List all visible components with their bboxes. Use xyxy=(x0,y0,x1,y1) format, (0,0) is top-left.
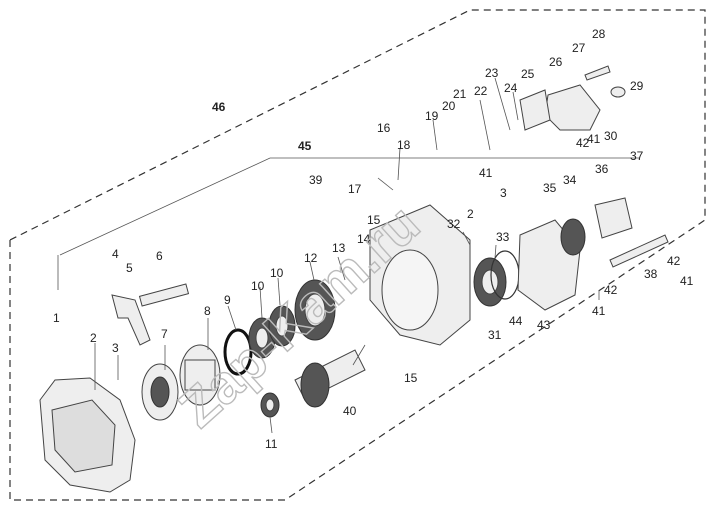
part-label: 40 xyxy=(343,404,357,418)
part-label: 37 xyxy=(630,149,644,163)
part-label: 20 xyxy=(442,99,456,113)
part-label: 14 xyxy=(357,232,371,246)
part-label: 15 xyxy=(367,213,381,227)
plug-29 xyxy=(610,86,626,98)
part-label: 42 xyxy=(576,136,590,150)
part-label: 42 xyxy=(604,283,618,297)
snap-ring-9 xyxy=(223,328,253,376)
part-label: 43 xyxy=(537,318,551,332)
part-label: 10 xyxy=(251,279,265,293)
part-label: 18 xyxy=(397,138,411,152)
part-label: 28 xyxy=(592,27,606,41)
part-label: 42 xyxy=(667,254,681,268)
part-label: 13 xyxy=(332,241,346,255)
part-label: 22 xyxy=(474,84,488,98)
shaft-38 xyxy=(609,234,669,268)
part-label: 41 xyxy=(680,274,694,288)
part-label: 21 xyxy=(453,87,467,101)
part-label: 24 xyxy=(504,81,518,95)
part-label: 33 xyxy=(496,230,510,244)
sleeve-36 xyxy=(594,197,633,239)
part-label: 3 xyxy=(112,341,119,355)
solenoid-26 xyxy=(544,84,601,131)
part-label: 41 xyxy=(592,304,606,318)
part-label: 38 xyxy=(644,267,658,281)
part-label: 23 xyxy=(485,66,499,80)
part-label: 4 xyxy=(112,247,119,261)
seal-11 xyxy=(260,392,280,418)
needle-bearing-10a xyxy=(248,317,276,359)
part-label: 12 xyxy=(304,251,318,265)
bearing-34 xyxy=(560,218,586,256)
shaft-40 xyxy=(294,349,366,408)
part-label: 15 xyxy=(404,371,418,385)
assembly-outline-45 xyxy=(57,157,640,290)
part-label: 25 xyxy=(521,67,535,81)
gear-12 xyxy=(294,279,336,341)
main-housing xyxy=(369,204,471,346)
part-label: 7 xyxy=(161,327,168,341)
part-label: 32 xyxy=(447,217,461,231)
part-label: 1 xyxy=(53,311,60,325)
assembly-label-46: 46 xyxy=(212,100,226,114)
part-label: 35 xyxy=(543,181,557,195)
part-label: 17 xyxy=(348,182,362,196)
leader-lines xyxy=(94,77,600,434)
part-label: 2 xyxy=(90,331,97,345)
part-label: 31 xyxy=(488,328,502,342)
part-label: 2 xyxy=(467,207,474,221)
part-label: 10 xyxy=(270,266,284,280)
part-label: 26 xyxy=(549,55,563,69)
needle-bearing-10b xyxy=(268,305,296,347)
part-label: 34 xyxy=(563,173,577,187)
part-label: 19 xyxy=(425,109,439,123)
part-label: 16 xyxy=(377,121,391,135)
part-label: 41 xyxy=(479,166,493,180)
part-label: 6 xyxy=(156,249,163,263)
housing-cover xyxy=(39,377,136,493)
part-label: 36 xyxy=(595,162,609,176)
bearing-31 xyxy=(473,257,507,307)
part-label: 3 xyxy=(500,186,507,200)
part-label: 44 xyxy=(509,314,523,328)
part-label: 8 xyxy=(204,304,211,318)
part-label: 29 xyxy=(630,79,644,93)
part-label: 30 xyxy=(604,129,618,143)
assembly-label-45: 45 xyxy=(298,139,312,153)
part-labels: 1 2 3 4 5 6 7 8 9 10 10 11 12 13 14 15 1… xyxy=(53,27,694,451)
bolt-28 xyxy=(584,65,611,81)
part-label: 41 xyxy=(587,132,601,146)
part-label: 11 xyxy=(265,437,278,451)
spring-25 xyxy=(519,89,551,131)
shift-fork xyxy=(111,283,190,346)
part-label: 5 xyxy=(126,261,133,275)
gear-7 xyxy=(141,363,179,421)
part-label: 9 xyxy=(224,293,231,307)
part-label: 39 xyxy=(309,173,323,187)
gear-8 xyxy=(179,344,221,406)
part-label: 27 xyxy=(572,41,586,55)
